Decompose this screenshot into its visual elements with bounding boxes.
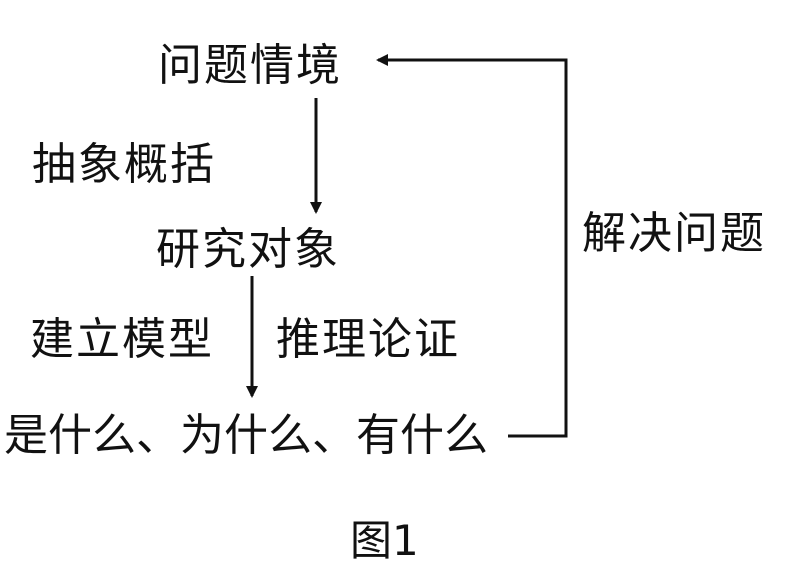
- label-build-model: 建立模型: [30, 314, 214, 365]
- label-abstract-generalize: 抽象概括: [32, 139, 216, 190]
- label-reasoning-proof: 推理论证: [276, 314, 460, 365]
- arrow-feedback-loop: [376, 54, 568, 438]
- node-what-why-how: 是什么、为什么、有什么: [4, 410, 488, 461]
- node-research-object: 研究对象: [156, 224, 340, 275]
- label-solve-problem: 解决问题: [582, 208, 766, 259]
- node-problem-situation: 问题情境: [158, 40, 342, 91]
- figure-caption: 图1: [350, 516, 419, 565]
